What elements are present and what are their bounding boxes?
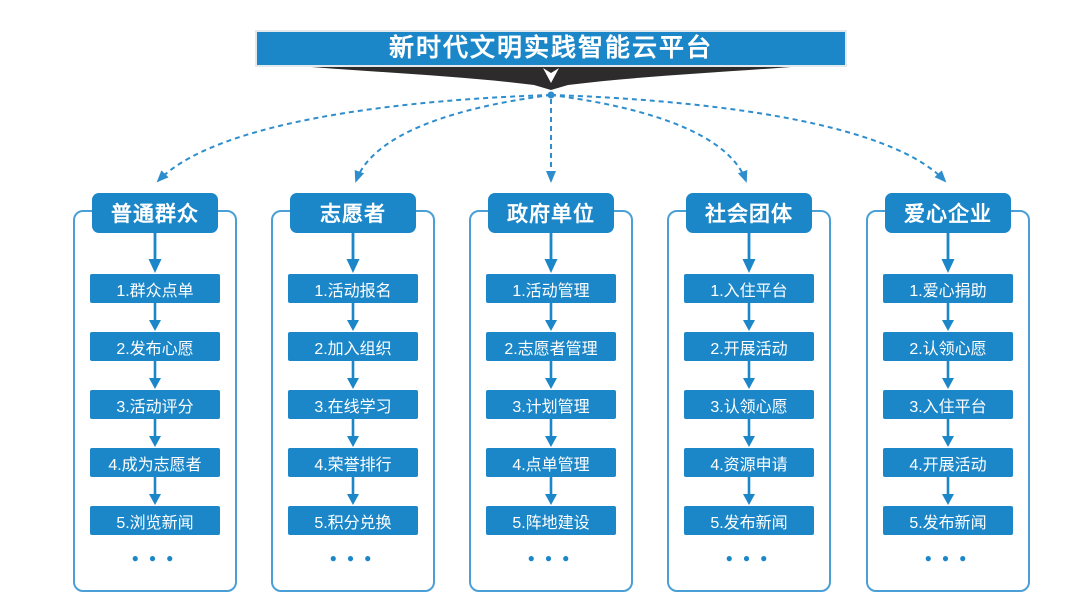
column-header: 普通群众 bbox=[92, 193, 218, 233]
step-box: 3.活动评分 bbox=[90, 390, 220, 419]
down-arrow-icon bbox=[942, 361, 954, 389]
step-box: 3.在线学习 bbox=[288, 390, 418, 419]
ellipsis-dots: ●●● bbox=[725, 551, 778, 565]
steps-list: 1.群众点单 2.发布心愿 3.活动评分 4.成为志愿者 5.浏览新闻 bbox=[90, 274, 220, 535]
column-header: 社会团体 bbox=[686, 193, 812, 233]
role-column-3: 政府单位 1.活动管理 2.志愿者管理 3.计划管理 4.点单管理 5.阵地建设… bbox=[469, 185, 633, 599]
down-arrow-icon bbox=[149, 419, 161, 447]
ellipsis-dots: ●●● bbox=[131, 551, 184, 565]
steps-list: 1.活动管理 2.志愿者管理 3.计划管理 4.点单管理 5.阵地建设 bbox=[486, 274, 616, 535]
ribbon-down-arrow-icon bbox=[543, 68, 559, 83]
ellipsis-dots: ●●● bbox=[329, 551, 382, 565]
step-box: 1.群众点单 bbox=[90, 274, 220, 303]
step-box: 5.阵地建设 bbox=[486, 506, 616, 535]
down-arrow-icon bbox=[149, 477, 161, 505]
role-column-4: 社会团体 1.入住平台 2.开展活动 3.认领心愿 4.资源申请 5.发布新闻 … bbox=[667, 185, 831, 599]
platform-title: 新时代文明实践智能云平台 bbox=[255, 30, 847, 67]
down-arrow-icon bbox=[941, 233, 955, 273]
step-box: 3.入住平台 bbox=[883, 390, 1013, 419]
down-arrow-icon bbox=[346, 233, 360, 273]
down-arrow-icon bbox=[743, 361, 755, 389]
step-box: 1.爱心捐助 bbox=[883, 274, 1013, 303]
step-box: 2.开展活动 bbox=[684, 332, 814, 361]
connector-to-column-5 bbox=[550, 94, 947, 183]
down-arrow-icon bbox=[347, 477, 359, 505]
column-header: 政府单位 bbox=[488, 193, 614, 233]
role-column-2: 志愿者 1.活动报名 2.加入组织 3.在线学习 4.荣誉排行 5.积分兑换 ●… bbox=[271, 185, 435, 599]
down-arrow-icon bbox=[942, 477, 954, 505]
down-arrow-icon bbox=[545, 477, 557, 505]
down-arrow-icon bbox=[743, 477, 755, 505]
down-arrow-icon bbox=[544, 233, 558, 273]
hub-dot bbox=[547, 91, 555, 99]
ellipsis-dots: ●●● bbox=[924, 551, 977, 565]
step-box: 5.发布新闻 bbox=[883, 506, 1013, 535]
steps-list: 1.活动报名 2.加入组织 3.在线学习 4.荣誉排行 5.积分兑换 bbox=[288, 274, 418, 535]
down-arrow-icon bbox=[148, 233, 162, 273]
step-box: 3.认领心愿 bbox=[684, 390, 814, 419]
column-header: 爱心企业 bbox=[885, 193, 1011, 233]
step-box: 5.发布新闻 bbox=[684, 506, 814, 535]
connector-to-column-1 bbox=[156, 94, 552, 183]
down-arrow-icon bbox=[347, 361, 359, 389]
step-box: 5.积分兑换 bbox=[288, 506, 418, 535]
step-box: 2.认领心愿 bbox=[883, 332, 1013, 361]
down-arrow-icon bbox=[743, 303, 755, 331]
role-column-1: 普通群众 1.群众点单 2.发布心愿 3.活动评分 4.成为志愿者 5.浏览新闻… bbox=[73, 185, 237, 599]
step-box: 4.荣誉排行 bbox=[288, 448, 418, 477]
ellipsis-dots: ●●● bbox=[527, 551, 580, 565]
step-box: 1.入住平台 bbox=[684, 274, 814, 303]
steps-list: 1.入住平台 2.开展活动 3.认领心愿 4.资源申请 5.发布新闻 bbox=[684, 274, 814, 535]
down-arrow-icon bbox=[743, 419, 755, 447]
down-arrow-icon bbox=[545, 419, 557, 447]
column-header: 志愿者 bbox=[290, 193, 416, 233]
step-box: 4.开展活动 bbox=[883, 448, 1013, 477]
step-box: 4.成为志愿者 bbox=[90, 448, 220, 477]
down-arrow-icon bbox=[347, 419, 359, 447]
down-arrow-icon bbox=[149, 303, 161, 331]
step-box: 3.计划管理 bbox=[486, 390, 616, 419]
down-arrow-icon bbox=[545, 303, 557, 331]
step-box: 4.资源申请 bbox=[684, 448, 814, 477]
step-box: 4.点单管理 bbox=[486, 448, 616, 477]
connector-to-column-2 bbox=[354, 94, 552, 183]
step-box: 1.活动管理 bbox=[486, 274, 616, 303]
down-arrow-icon bbox=[149, 361, 161, 389]
steps-list: 1.爱心捐助 2.认领心愿 3.入住平台 4.开展活动 5.发布新闻 bbox=[883, 274, 1013, 535]
step-box: 2.志愿者管理 bbox=[486, 332, 616, 361]
role-column-5: 爱心企业 1.爱心捐助 2.认领心愿 3.入住平台 4.开展活动 5.发布新闻 … bbox=[866, 185, 1030, 599]
connector-to-column-4 bbox=[550, 94, 748, 183]
step-box: 1.活动报名 bbox=[288, 274, 418, 303]
step-box: 2.发布心愿 bbox=[90, 332, 220, 361]
down-arrow-icon bbox=[347, 303, 359, 331]
down-arrow-icon bbox=[942, 419, 954, 447]
down-arrow-icon bbox=[742, 233, 756, 273]
down-arrow-icon bbox=[545, 361, 557, 389]
step-box: 2.加入组织 bbox=[288, 332, 418, 361]
down-arrow-icon bbox=[942, 303, 954, 331]
step-box: 5.浏览新闻 bbox=[90, 506, 220, 535]
